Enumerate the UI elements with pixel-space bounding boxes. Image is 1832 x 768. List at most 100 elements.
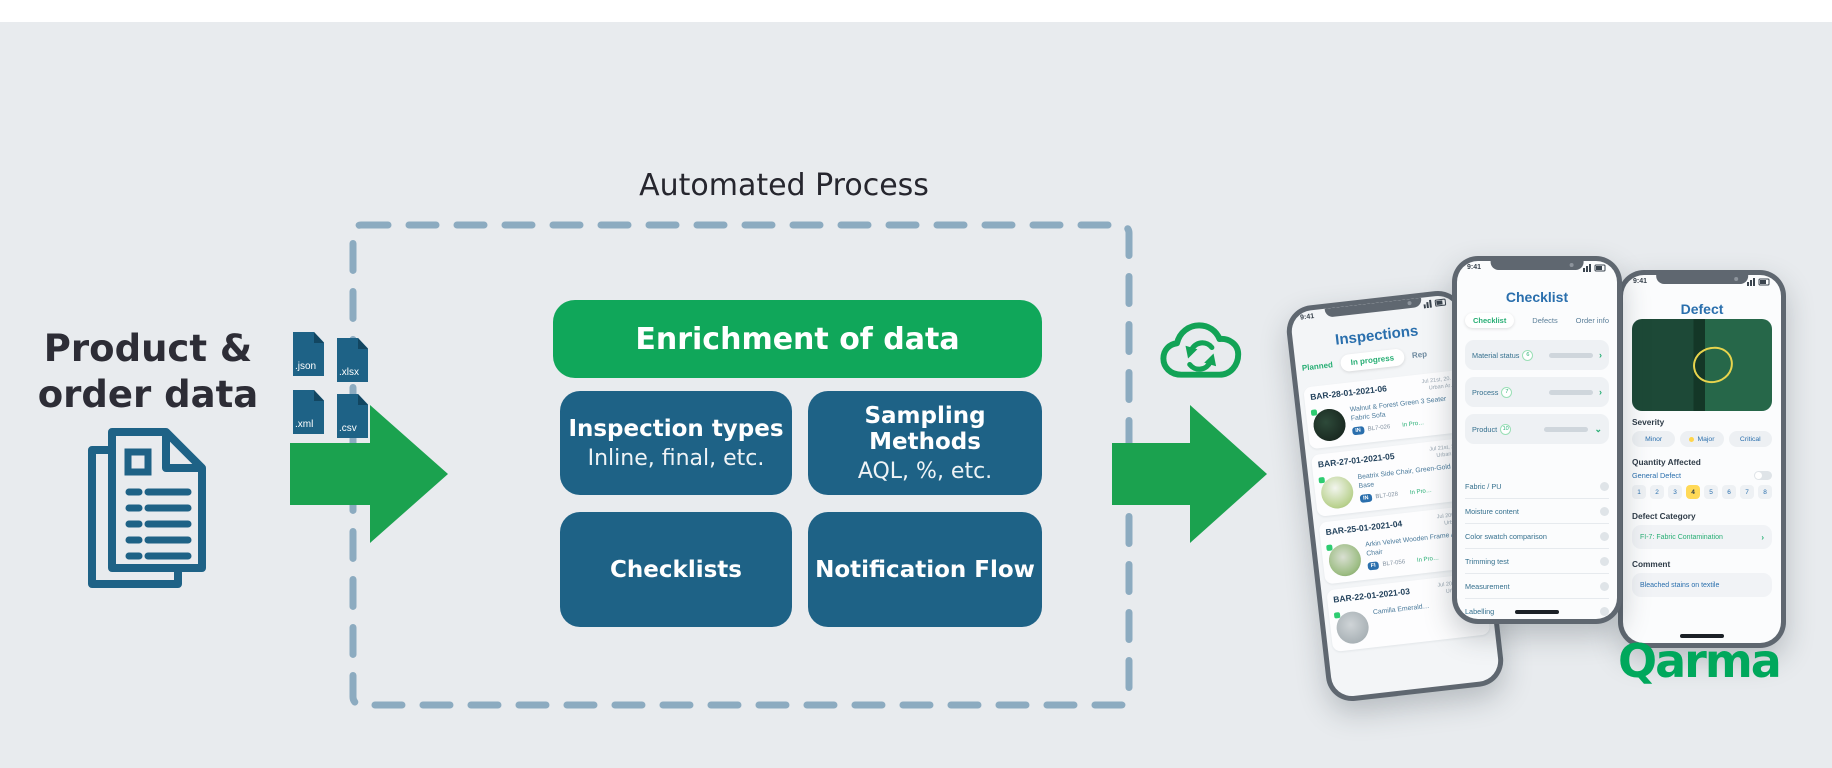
checklist-section-row[interactable]: Process 7 ›	[1465, 377, 1609, 407]
severity-options: Minor Major Critical	[1632, 431, 1772, 447]
count-badge: 10	[1500, 423, 1512, 435]
qarma-logo: Qarma	[1618, 634, 1782, 688]
product-thumbnail	[1333, 609, 1371, 646]
check-item-rows: Fabric / PU Moisture content Color swatc…	[1465, 474, 1609, 619]
check-item[interactable]: Trimming test	[1465, 549, 1609, 574]
checklists-box: Checklists	[560, 512, 792, 627]
enrichment-label: Enrichment of data	[635, 321, 960, 357]
quantity-chip[interactable]: 7	[1740, 485, 1754, 499]
inspection-list-item[interactable]: BAR-28-01-2021-06 Jul 21st, 20… Urban Ar…	[1303, 369, 1468, 450]
file-label: .xml	[295, 419, 314, 430]
defect-annotation-circle	[1690, 343, 1736, 386]
progress-bar	[1544, 426, 1589, 432]
severity-label: Severity	[1632, 417, 1665, 427]
check-item[interactable]: Color swatch comparison	[1465, 524, 1609, 549]
documents-icon	[88, 428, 206, 588]
selected-dot-icon	[1689, 436, 1695, 442]
tab-in-progress[interactable]: In progress	[1339, 348, 1405, 373]
status-time: 9:41	[1633, 278, 1648, 285]
tab-planned[interactable]: Planned	[1301, 360, 1334, 373]
general-defect-label: General Defect	[1632, 471, 1682, 480]
tab-checklist[interactable]: Checklist	[1465, 313, 1515, 328]
file-label: .json	[295, 361, 317, 372]
camera-dot	[1407, 300, 1413, 306]
chevron-right-icon: ›	[1761, 532, 1764, 542]
camera-circle-icon[interactable]	[1600, 556, 1609, 566]
severity-major[interactable]: Major	[1680, 431, 1724, 447]
severity-critical[interactable]: Critical	[1728, 431, 1772, 447]
checklist-section-row[interactable]: Material status 6 ›	[1465, 340, 1609, 370]
box-subtitle: Inline, final, etc.	[587, 445, 765, 471]
quantity-chip-selected[interactable]: 4	[1686, 485, 1700, 499]
enrichment-of-data-box: Enrichment of data	[553, 300, 1042, 378]
inspections-screen: 9:41 Inspections Planned In progress Rep…	[1289, 293, 1501, 699]
quantity-affected-label: Quantity Affected	[1632, 457, 1701, 467]
quantity-chip[interactable]: 1	[1632, 485, 1646, 499]
tab-defects[interactable]: Defects	[1532, 316, 1558, 325]
quantity-chip[interactable]: 6	[1722, 485, 1736, 499]
progress-bar	[1549, 352, 1593, 358]
inspection-list-item[interactable]: BAR-27-01-2021-05 Jul 21st, 20… Urban Ar…	[1310, 437, 1475, 517]
flow-arrow-left-icon	[290, 405, 448, 543]
quantity-chips: 1 2 3 4 5 6 7 8	[1632, 485, 1772, 499]
chevron-right-icon[interactable]: ›	[1599, 387, 1602, 397]
file-fold	[358, 338, 368, 349]
automated-process-title: Automated Process	[639, 168, 929, 203]
checklist-title: Checklist	[1505, 289, 1569, 305]
camera-circle-icon[interactable]	[1600, 606, 1609, 616]
checklist-screen: 9:41 Checklist Checklist Defects Order i…	[1457, 261, 1617, 619]
label-line-2: order data	[37, 373, 259, 416]
camera-circle-icon[interactable]	[1600, 581, 1609, 591]
defect-screen: 9:41 Defect Severity Minor Major Critica…	[1623, 275, 1781, 643]
chevron-down-icon[interactable]: ⌄	[1594, 423, 1602, 434]
quantity-chip[interactable]: 5	[1704, 485, 1718, 499]
toggle-knob	[1755, 472, 1762, 479]
defect-photo[interactable]	[1632, 319, 1772, 411]
phone-inspections: 9:41 Inspections Planned In progress Rep…	[1284, 288, 1506, 704]
general-defect-toggle[interactable]	[1754, 471, 1772, 480]
defect-category-label: Defect Category	[1632, 511, 1696, 521]
defect-category-row[interactable]: FI-7: Fabric Contamination ›	[1632, 525, 1772, 549]
check-item[interactable]: Fabric / PU	[1465, 474, 1609, 499]
comment-field[interactable]: Bleached stains on textile	[1632, 573, 1772, 597]
status-icons	[1747, 278, 1771, 286]
camera-circle-icon[interactable]	[1600, 481, 1609, 491]
flow-arrow-right-icon	[1112, 405, 1267, 543]
checklist-tabs: Checklist Defects Order info	[1465, 313, 1609, 328]
product-thumbnail	[1318, 474, 1355, 511]
file-fold	[314, 390, 324, 401]
label-line-1: Product &	[43, 327, 253, 370]
chevron-right-icon[interactable]: ›	[1599, 350, 1602, 360]
signal-wifi-battery-icon	[1423, 298, 1447, 309]
status-dot	[1310, 409, 1318, 416]
home-indicator	[1515, 610, 1559, 614]
tab-rep[interactable]: Rep	[1411, 349, 1428, 361]
type-badge: IN	[1359, 493, 1372, 503]
tab-order-info[interactable]: Order info	[1575, 316, 1609, 325]
status-dot	[1326, 544, 1333, 552]
checklist-section-row[interactable]: Product 10 ⌄	[1465, 414, 1609, 444]
check-item[interactable]: Labelling	[1465, 599, 1609, 619]
status-icons	[1583, 264, 1607, 272]
progress-cards: Material status 6 › Process 7 › Product …	[1457, 333, 1617, 444]
product-thumbnail	[1326, 542, 1363, 578]
check-item[interactable]: Moisture content	[1465, 499, 1609, 524]
quantity-chip[interactable]: 2	[1650, 485, 1664, 499]
sampling-methods-box: Sampling Methods AQL, %, etc.	[808, 391, 1042, 495]
status-dot	[1333, 611, 1341, 619]
product-code: BL7-028	[1375, 491, 1399, 501]
cloud-sync-icon	[1160, 322, 1242, 378]
camera-circle-icon[interactable]	[1600, 506, 1609, 516]
file-label: .xlsx	[339, 367, 359, 378]
quantity-chip[interactable]: 3	[1668, 485, 1682, 499]
status-dot	[1318, 476, 1326, 484]
product-order-data-label: Product & order data	[18, 326, 278, 418]
severity-minor[interactable]: Minor	[1632, 431, 1676, 447]
signal-wifi-battery-icon	[1747, 278, 1770, 286]
quantity-chip[interactable]: 8	[1758, 485, 1772, 499]
camera-circle-icon[interactable]	[1600, 531, 1609, 541]
check-item[interactable]: Measurement	[1465, 574, 1609, 599]
phone-notch	[1490, 261, 1584, 270]
